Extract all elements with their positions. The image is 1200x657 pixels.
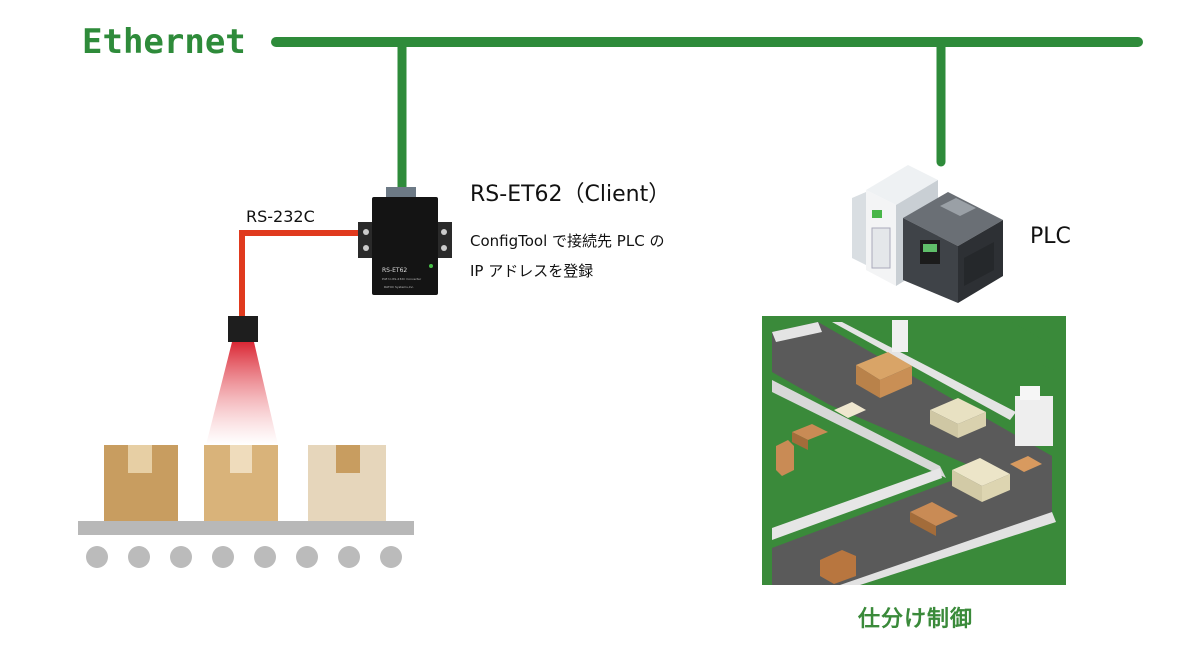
plc-label: PLC [1030,224,1071,249]
device-description-line2: IP アドレスを登録 [470,262,594,280]
device-subtitle-print: PoE to RS-232C Converter [382,277,422,281]
device-title: RS-ET62（Client） [470,182,671,207]
rs232c-label: RS-232C [246,207,315,226]
device-maker-print: RATOC Systems,Inc. [384,285,414,289]
ethernet-bus [271,37,1143,195]
ethernet-label: Ethernet [82,22,246,62]
device-model-print: RS-ET62 [382,267,407,274]
conveyor-icon [78,445,414,568]
serial-cable [239,230,360,318]
converter-device-icon: RS-ET62 PoE to RS-232C Converter RATOC S… [358,187,452,295]
barcode-reader-icon [206,316,278,445]
sorting-line-illustration [762,316,1066,585]
device-description-line1: ConfigTool で接続先 PLC の [470,232,665,250]
device-description: ConfigTool で接続先 PLC の IP アドレスを登録 [470,226,664,286]
sorting-control-label: 仕分け制御 [858,607,974,632]
plc-device-icon [852,165,1003,303]
